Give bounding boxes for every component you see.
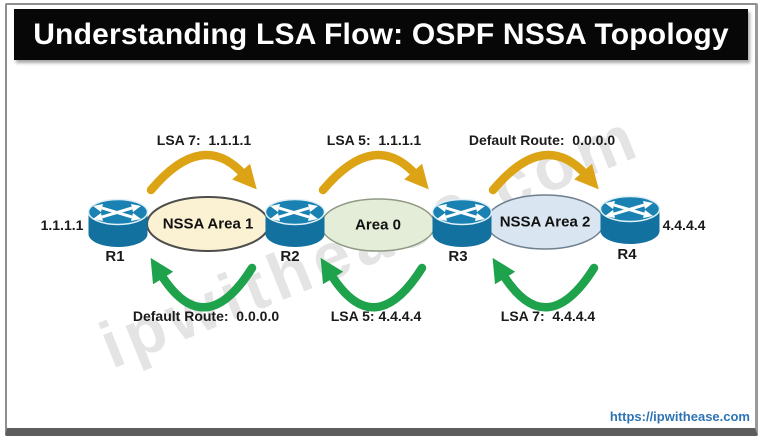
flow-label-lsa5-top: LSA 5: 1.1.1.1 bbox=[326, 132, 422, 148]
area-label-area-0: Area 0 bbox=[355, 216, 401, 234]
page-title: Understanding LSA Flow: OSPF NSSA Topolo… bbox=[33, 17, 729, 51]
router-traffic-arrows-icon bbox=[93, 204, 141, 221]
flow-arrow-lsa5-r3-to-r2 bbox=[320, 257, 427, 312]
ip-label-r1: 1.1.1.1 bbox=[40, 217, 84, 233]
router-icon-r4 bbox=[599, 195, 661, 244]
router-traffic-arrows-icon bbox=[437, 204, 485, 221]
router-traffic-arrows-icon bbox=[605, 201, 653, 218]
router-icon-r1 bbox=[87, 198, 149, 247]
router-icon-r2 bbox=[264, 198, 326, 247]
flow-label-default-route-bottom: Default Route: 0.0.0.0 bbox=[132, 308, 280, 324]
flow-label-lsa7-top: LSA 7: 1.1.1.1 bbox=[156, 132, 252, 148]
flow-label-lsa7-bottom: LSA 7: 4.4.4.4 bbox=[500, 308, 596, 324]
flow-arrow-default-route-r2-to-r1 bbox=[150, 257, 257, 312]
router-label-r3: R3 bbox=[448, 248, 468, 265]
flow-label-lsa5-bottom: LSA 5: 4.4.4.4 bbox=[330, 308, 422, 324]
footer-site-link[interactable]: https://ipwithease.com bbox=[609, 409, 750, 424]
flow-arrow-lsa7-r4-to-r3 bbox=[492, 257, 599, 312]
title-bar: Understanding LSA Flow: OSPF NSSA Topolo… bbox=[14, 9, 748, 60]
flow-arrow-lsa7-r1-to-r2 bbox=[146, 150, 257, 195]
image-border-frame bbox=[5, 3, 758, 436]
router-label-r1: R1 bbox=[105, 248, 125, 265]
ip-label-r4: 4.4.4.4 bbox=[662, 217, 706, 233]
area-label-nssa-area-2: NSSA Area 2 bbox=[499, 213, 591, 231]
router-icon-r3 bbox=[431, 198, 493, 247]
router-label-r4: R4 bbox=[617, 246, 637, 263]
router-traffic-arrows-icon bbox=[270, 204, 318, 221]
router-label-r2: R2 bbox=[280, 248, 300, 265]
flow-arrow-default-route-r3-to-r4 bbox=[488, 150, 599, 195]
flow-arrow-lsa5-r2-to-r3 bbox=[318, 150, 429, 195]
flow-label-default-route-top: Default Route: 0.0.0.0 bbox=[468, 132, 616, 148]
area-label-nssa-area-1: NSSA Area 1 bbox=[162, 215, 254, 233]
